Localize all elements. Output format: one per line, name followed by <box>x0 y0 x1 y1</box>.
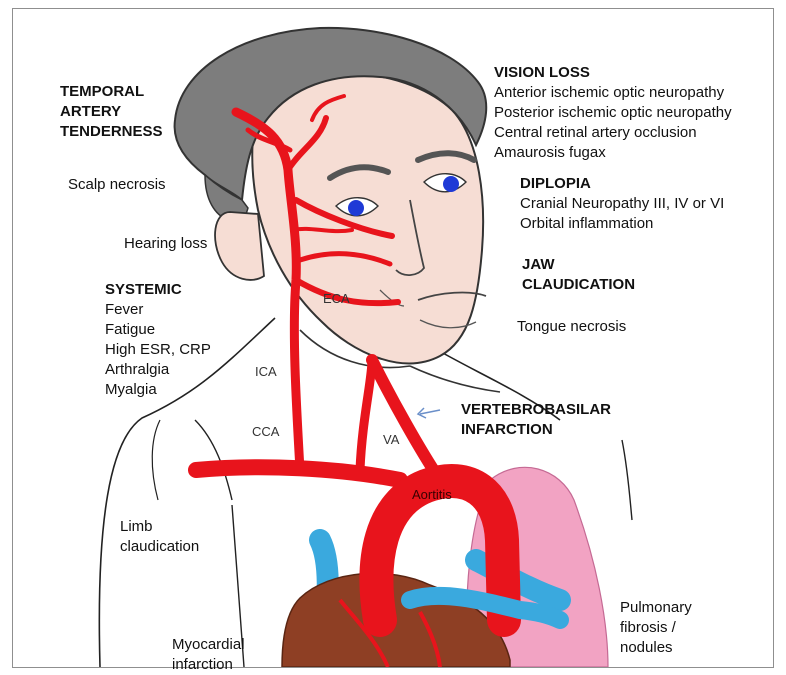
body-fold <box>152 420 160 500</box>
eye-left <box>348 200 364 216</box>
diplopia-label: DIPLOPIA Cranial Neuropathy III, IV or V… <box>520 174 724 234</box>
scalp-necrosis-label: Scalp necrosis <box>68 175 166 195</box>
shoulder-left <box>195 420 244 667</box>
va-label: VA <box>383 432 399 447</box>
ear <box>215 212 264 280</box>
hearing-loss-label: Hearing loss <box>124 234 207 254</box>
eca-label: ECA <box>323 291 350 306</box>
limb-claudication-label: Limb claudication <box>120 517 199 557</box>
jaw-claudication-label: JAW CLAUDICATION <box>522 255 635 295</box>
systemic-label: SYSTEMIC Fever Fatigue High ESR, CRP Art… <box>105 280 211 400</box>
myocardial-infarction-label: Myocardial infarction <box>172 635 245 675</box>
pulmonary-label: Pulmonary fibrosis / nodules <box>620 598 692 658</box>
ica-label: ICA <box>255 364 277 379</box>
shoulder-right <box>622 440 632 520</box>
aortitis-label: Aortitis <box>412 487 452 502</box>
vertebrobasilar-label: VERTEBROBASILAR INFARCTION <box>461 400 611 440</box>
cca-label: CCA <box>252 424 279 439</box>
temporal-artery-label: TEMPORAL ARTERY TENDERNESS <box>60 82 163 142</box>
vision-loss-label: VISION LOSS Anterior ischemic optic neur… <box>494 63 732 163</box>
tongue-necrosis-label: Tongue necrosis <box>517 317 626 337</box>
eye-right <box>443 176 459 192</box>
